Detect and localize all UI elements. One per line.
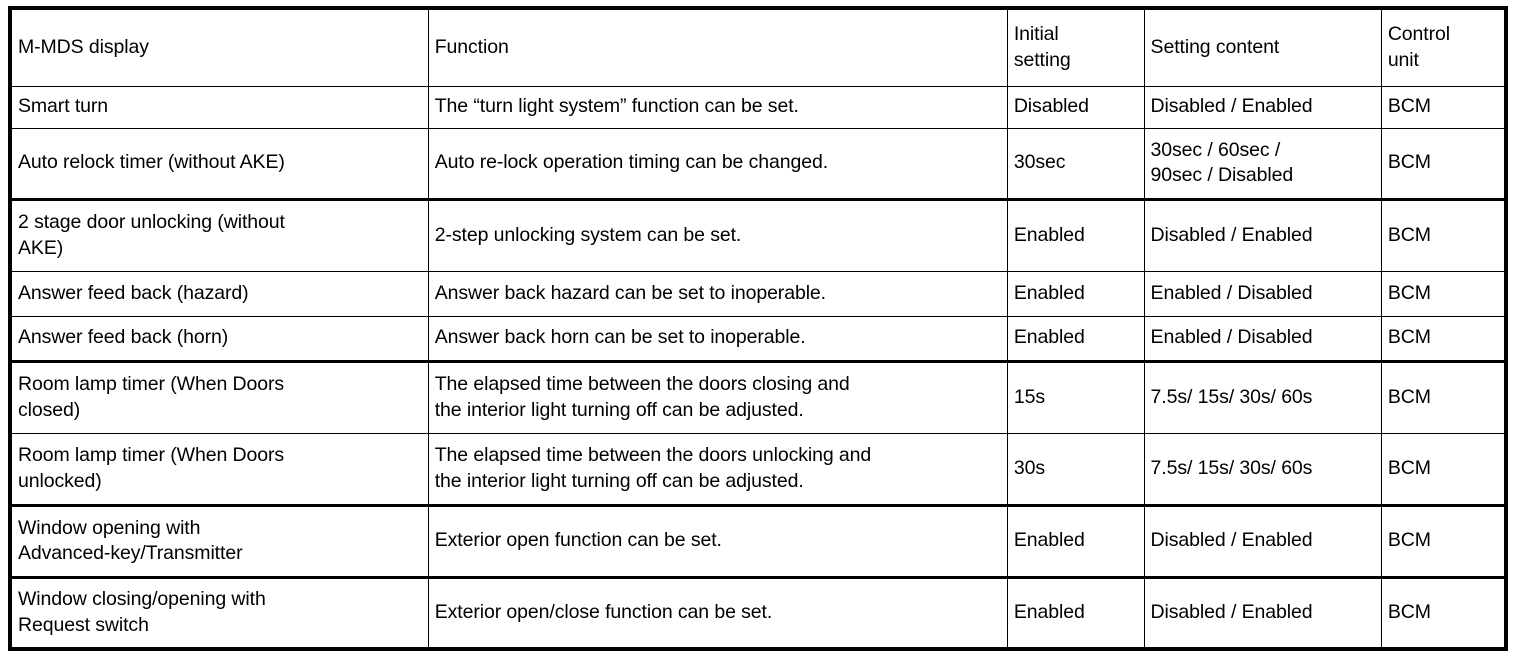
cell-mmds-display-line1: Room lamp timer (When Doors: [18, 373, 285, 396]
table-row: Window opening with Advanced-key/Transmi…: [9, 504, 1507, 579]
table-row: Answer feed back (hazard) Answer back ha…: [9, 270, 1507, 317]
cell-initial-setting: Enabled: [1006, 270, 1145, 317]
cell-control-unit: BCM: [1380, 315, 1507, 363]
cell-function: Exterior open/close function can be set.: [427, 576, 1008, 650]
cell-setting-content: Enabled / Disabled: [1143, 270, 1382, 317]
cell-setting-content-line1: 30sec / 60sec /: [1150, 138, 1281, 161]
column-header-function: Function: [427, 7, 1008, 87]
table-row: Room lamp timer (When Doors closed) The …: [9, 360, 1507, 434]
cell-control-unit: BCM: [1380, 270, 1507, 317]
cell-initial-setting: Disabled: [1006, 85, 1145, 129]
cell-function-line2: the interior light turning off can be ad…: [434, 398, 804, 421]
cell-control-unit: BCM: [1380, 504, 1507, 579]
cell-setting-content: Disabled / Enabled: [1143, 504, 1382, 579]
cell-mmds-display: Auto relock timer (without AKE): [9, 127, 429, 201]
table-row: Room lamp timer (When Doors unlocked) Th…: [9, 432, 1507, 507]
cell-initial-setting: Enabled: [1006, 504, 1145, 579]
cell-function: The “turn light system” function can be …: [427, 85, 1008, 129]
cell-setting-content: 7.5s/ 15s/ 30s/ 60s: [1143, 432, 1382, 507]
cell-function: 2-step unlocking system can be set.: [427, 198, 1008, 272]
cell-mmds-display: Smart turn: [9, 85, 429, 129]
cell-mmds-display: 2 stage door unlocking (without AKE): [9, 198, 429, 272]
cell-function: Auto re-lock operation timing can be cha…: [427, 127, 1008, 201]
cell-function-line1: The elapsed time between the doors unloc…: [434, 444, 872, 467]
cell-mmds-display-line1: Room lamp timer (When Doors: [18, 444, 285, 467]
cell-setting-content-line2: 90sec / Disabled: [1150, 164, 1294, 186]
cell-mmds-display-line1: Window closing/opening with: [18, 588, 266, 611]
cell-function: Answer back hazard can be set to inopera…: [427, 270, 1008, 317]
cell-setting-content: Disabled / Enabled: [1143, 198, 1382, 272]
spec-table-container: M-MDS display Function Initial setting S…: [8, 6, 1508, 651]
cell-mmds-display: Window closing/opening with Request swit…: [9, 576, 429, 650]
column-header-initial-setting-line2: setting: [1013, 48, 1071, 71]
cell-control-unit: BCM: [1380, 432, 1507, 507]
cell-mmds-display-line2: closed): [18, 398, 81, 421]
cell-control-unit: BCM: [1380, 576, 1507, 650]
cell-function: The elapsed time between the doors closi…: [427, 360, 1008, 434]
cell-setting-content: Disabled / Enabled: [1143, 85, 1382, 129]
cell-function-line1: The elapsed time between the doors closi…: [434, 373, 850, 396]
cell-initial-setting: Enabled: [1006, 198, 1145, 272]
table-row: Auto relock timer (without AKE) Auto re-…: [9, 127, 1507, 201]
column-header-initial-setting-line1: Initial: [1013, 23, 1059, 46]
table-row: Window closing/opening with Request swit…: [9, 576, 1507, 650]
cell-mmds-display-line2: Request switch: [18, 613, 149, 636]
column-header-initial-setting: Initial setting: [1006, 7, 1145, 87]
cell-mmds-display-line1: Window opening with: [18, 516, 201, 539]
cell-mmds-display: Room lamp timer (When Doors unlocked): [9, 432, 429, 507]
cell-mmds-display: Window opening with Advanced-key/Transmi…: [9, 504, 429, 579]
cell-initial-setting: Enabled: [1006, 315, 1145, 363]
column-header-control-unit-line1: Control: [1387, 23, 1450, 46]
cell-mmds-display-line2: Advanced-key/Transmitter: [18, 542, 243, 564]
cell-setting-content: Disabled / Enabled: [1143, 576, 1382, 650]
table-row: Answer feed back (horn) Answer back horn…: [9, 315, 1507, 363]
table-row: 2 stage door unlocking (without AKE) 2-s…: [9, 198, 1507, 272]
cell-mmds-display-line1: 2 stage door unlocking (without: [18, 211, 285, 234]
column-header-control-unit-line2: unit: [1387, 48, 1419, 71]
cell-initial-setting: 30sec: [1006, 127, 1145, 201]
table-header: M-MDS display Function Initial setting S…: [9, 7, 1507, 87]
table-body: Smart turn The “turn light system” funct…: [9, 85, 1507, 650]
cell-function: Answer back horn can be set to inoperabl…: [427, 315, 1008, 363]
column-header-control-unit: Control unit: [1380, 7, 1507, 87]
cell-control-unit: BCM: [1380, 85, 1507, 129]
cell-control-unit: BCM: [1380, 198, 1507, 272]
cell-setting-content: 7.5s/ 15s/ 30s/ 60s: [1143, 360, 1382, 434]
cell-function: The elapsed time between the doors unloc…: [427, 432, 1008, 507]
cell-control-unit: BCM: [1380, 127, 1507, 201]
cell-mmds-display-line2: unlocked): [18, 469, 102, 492]
cell-control-unit: BCM: [1380, 360, 1507, 434]
cell-function: Exterior open function can be set.: [427, 504, 1008, 579]
cell-initial-setting: Enabled: [1006, 576, 1145, 650]
column-header-setting-content: Setting content: [1143, 7, 1382, 87]
cell-mmds-display: Answer feed back (horn): [9, 315, 429, 363]
cell-mmds-display: Room lamp timer (When Doors closed): [9, 360, 429, 434]
cell-function-line2: the interior light turning off can be ad…: [434, 469, 804, 492]
table-row: Smart turn The “turn light system” funct…: [9, 85, 1507, 129]
header-row: M-MDS display Function Initial setting S…: [9, 7, 1507, 87]
cell-initial-setting: 30s: [1006, 432, 1145, 507]
cell-mmds-display-line2: AKE): [18, 236, 64, 259]
cell-setting-content: Enabled / Disabled: [1143, 315, 1382, 363]
column-header-mmds-display: M-MDS display: [9, 7, 429, 87]
cell-initial-setting: 15s: [1006, 360, 1145, 434]
cell-mmds-display: Answer feed back (hazard): [9, 270, 429, 317]
vehicle-configuration-table: M-MDS display Function Initial setting S…: [8, 6, 1508, 651]
cell-setting-content: 30sec / 60sec / 90sec / Disabled: [1143, 127, 1382, 201]
